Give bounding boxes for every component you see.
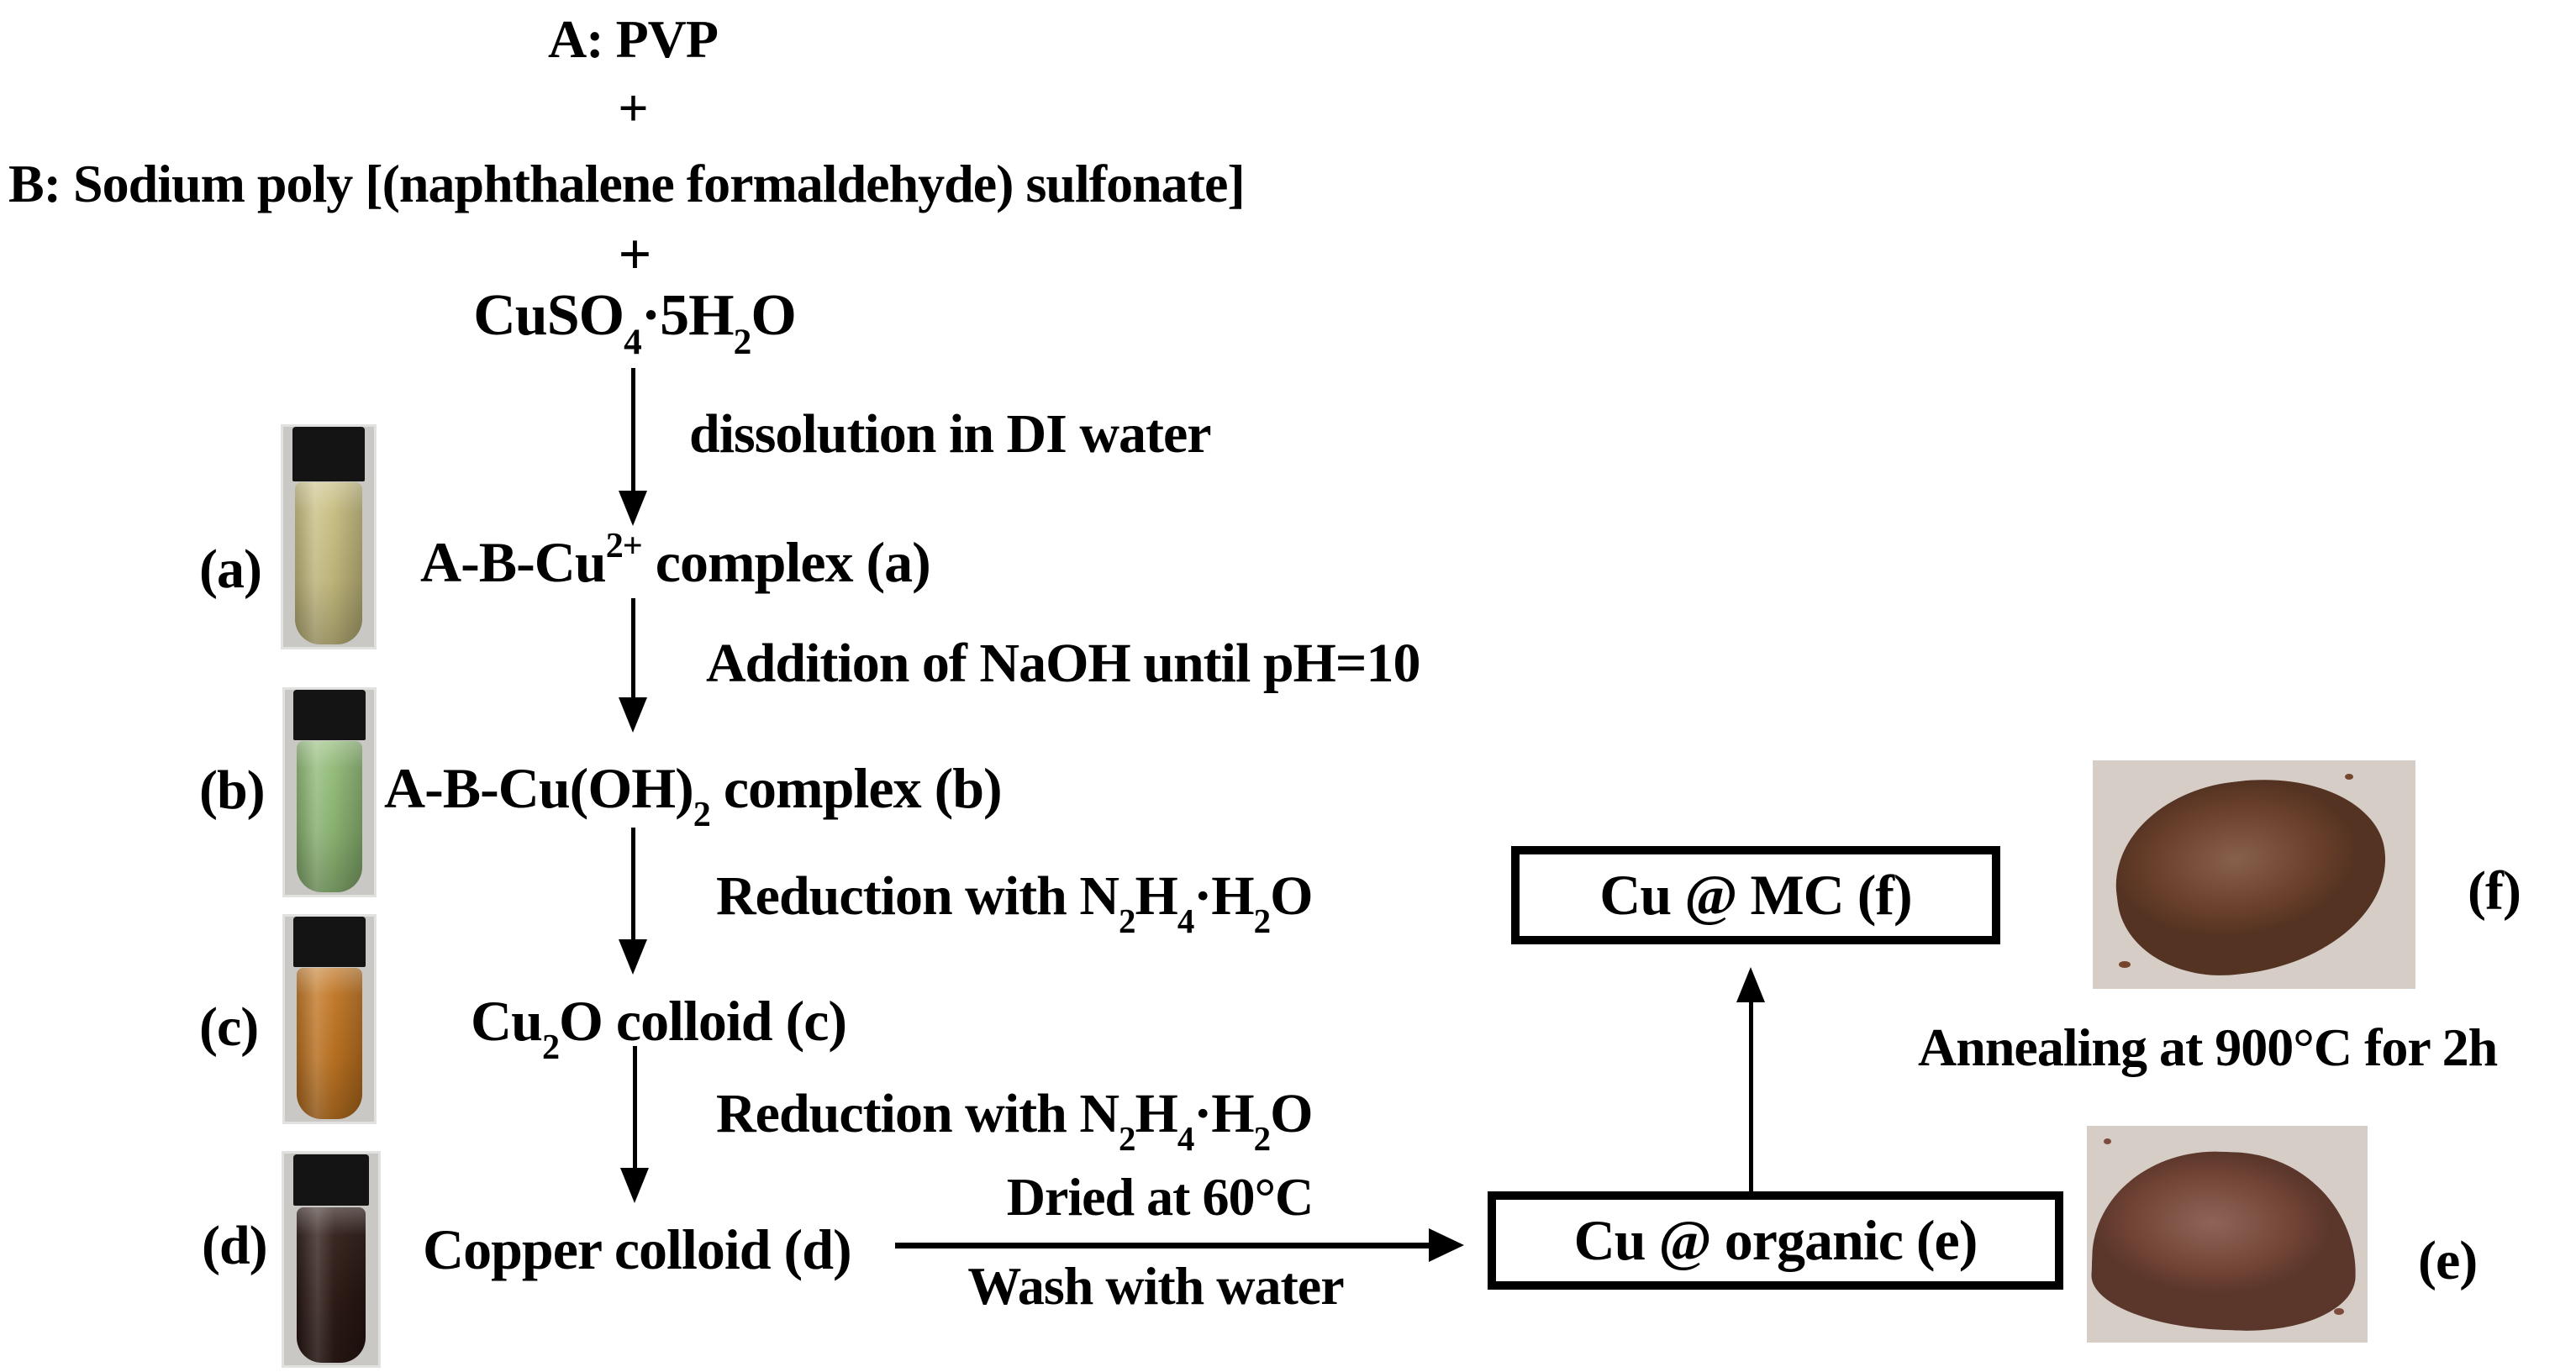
- photo-label-e: (e): [2418, 1230, 2478, 1291]
- node-cu2o-colloid: Cu2O colloid (c): [471, 989, 847, 1068]
- cuso4-formula: CuSO4·5H2O: [473, 283, 797, 362]
- step-naoh-label: Addition of NaOH until pH=10: [706, 633, 1420, 694]
- plus-operator-1: +: [618, 78, 648, 138]
- powder-speck: [2118, 961, 2131, 969]
- reagent-a-label: A: PVP: [548, 9, 719, 69]
- vial-liquid-d: [296, 1206, 366, 1364]
- photo-label-b: (b): [199, 760, 266, 821]
- powder-pile-e: [2089, 1147, 2360, 1334]
- cu-organic-label: Cu @ organic (e): [1573, 1208, 1978, 1272]
- node-complex-b: A-B-Cu(OH)2 complex (b): [384, 756, 1003, 835]
- step-annealing-label: Annealing at 900°C for 2h: [1918, 1017, 2498, 1077]
- vial-cap: [292, 427, 366, 481]
- vial-cap: [293, 1154, 369, 1206]
- step-dried-label: Dried at 60°C: [1006, 1167, 1314, 1227]
- vial-liquid-c: [296, 968, 363, 1120]
- photo-label-c: (c): [199, 996, 259, 1058]
- vial-photo-c: [282, 914, 377, 1124]
- step-wash-label: Wash with water: [967, 1256, 1344, 1316]
- photo-label-a: (a): [199, 539, 262, 600]
- cu-mc-label: Cu @ MC (f): [1599, 863, 1912, 927]
- powder-speck: [2104, 1138, 2112, 1145]
- plus-operator-2: +: [618, 223, 652, 287]
- reagent-b-label: B: Sodium poly [(naphthalene formaldehyd…: [8, 154, 1246, 213]
- step-reduction-1-label: Reduction with N2H4·H2O: [716, 865, 1313, 940]
- step-reduction-2-label: Reduction with N2H4·H2O: [716, 1083, 1313, 1158]
- vial-cap: [293, 917, 366, 968]
- vial-photo-d: [282, 1151, 381, 1368]
- powder-photo-e: [2087, 1126, 2368, 1343]
- node-box-cu-mc: Cu @ MC (f): [1511, 846, 2000, 944]
- photo-label-d: (d): [202, 1215, 268, 1276]
- vial-liquid-b: [296, 741, 363, 893]
- powder-speck: [2333, 1307, 2344, 1315]
- photo-label-f: (f): [2468, 860, 2521, 922]
- vial-photo-a: [281, 424, 377, 649]
- powder-pile-f: [2105, 765, 2398, 989]
- vial-photo-b: [282, 687, 377, 897]
- powder-speck: [2344, 774, 2353, 781]
- node-complex-a: A-B-Cu2+ complex (a): [420, 526, 931, 594]
- node-box-cu-organic: Cu @ organic (e): [1488, 1191, 2063, 1290]
- node-copper-colloid: Copper colloid (d): [423, 1217, 852, 1281]
- step-dissolution-label: dissolution in DI water: [689, 403, 1212, 465]
- vial-liquid-a: [295, 481, 362, 645]
- powder-photo-f: [2093, 760, 2415, 989]
- vial-cap: [293, 690, 366, 741]
